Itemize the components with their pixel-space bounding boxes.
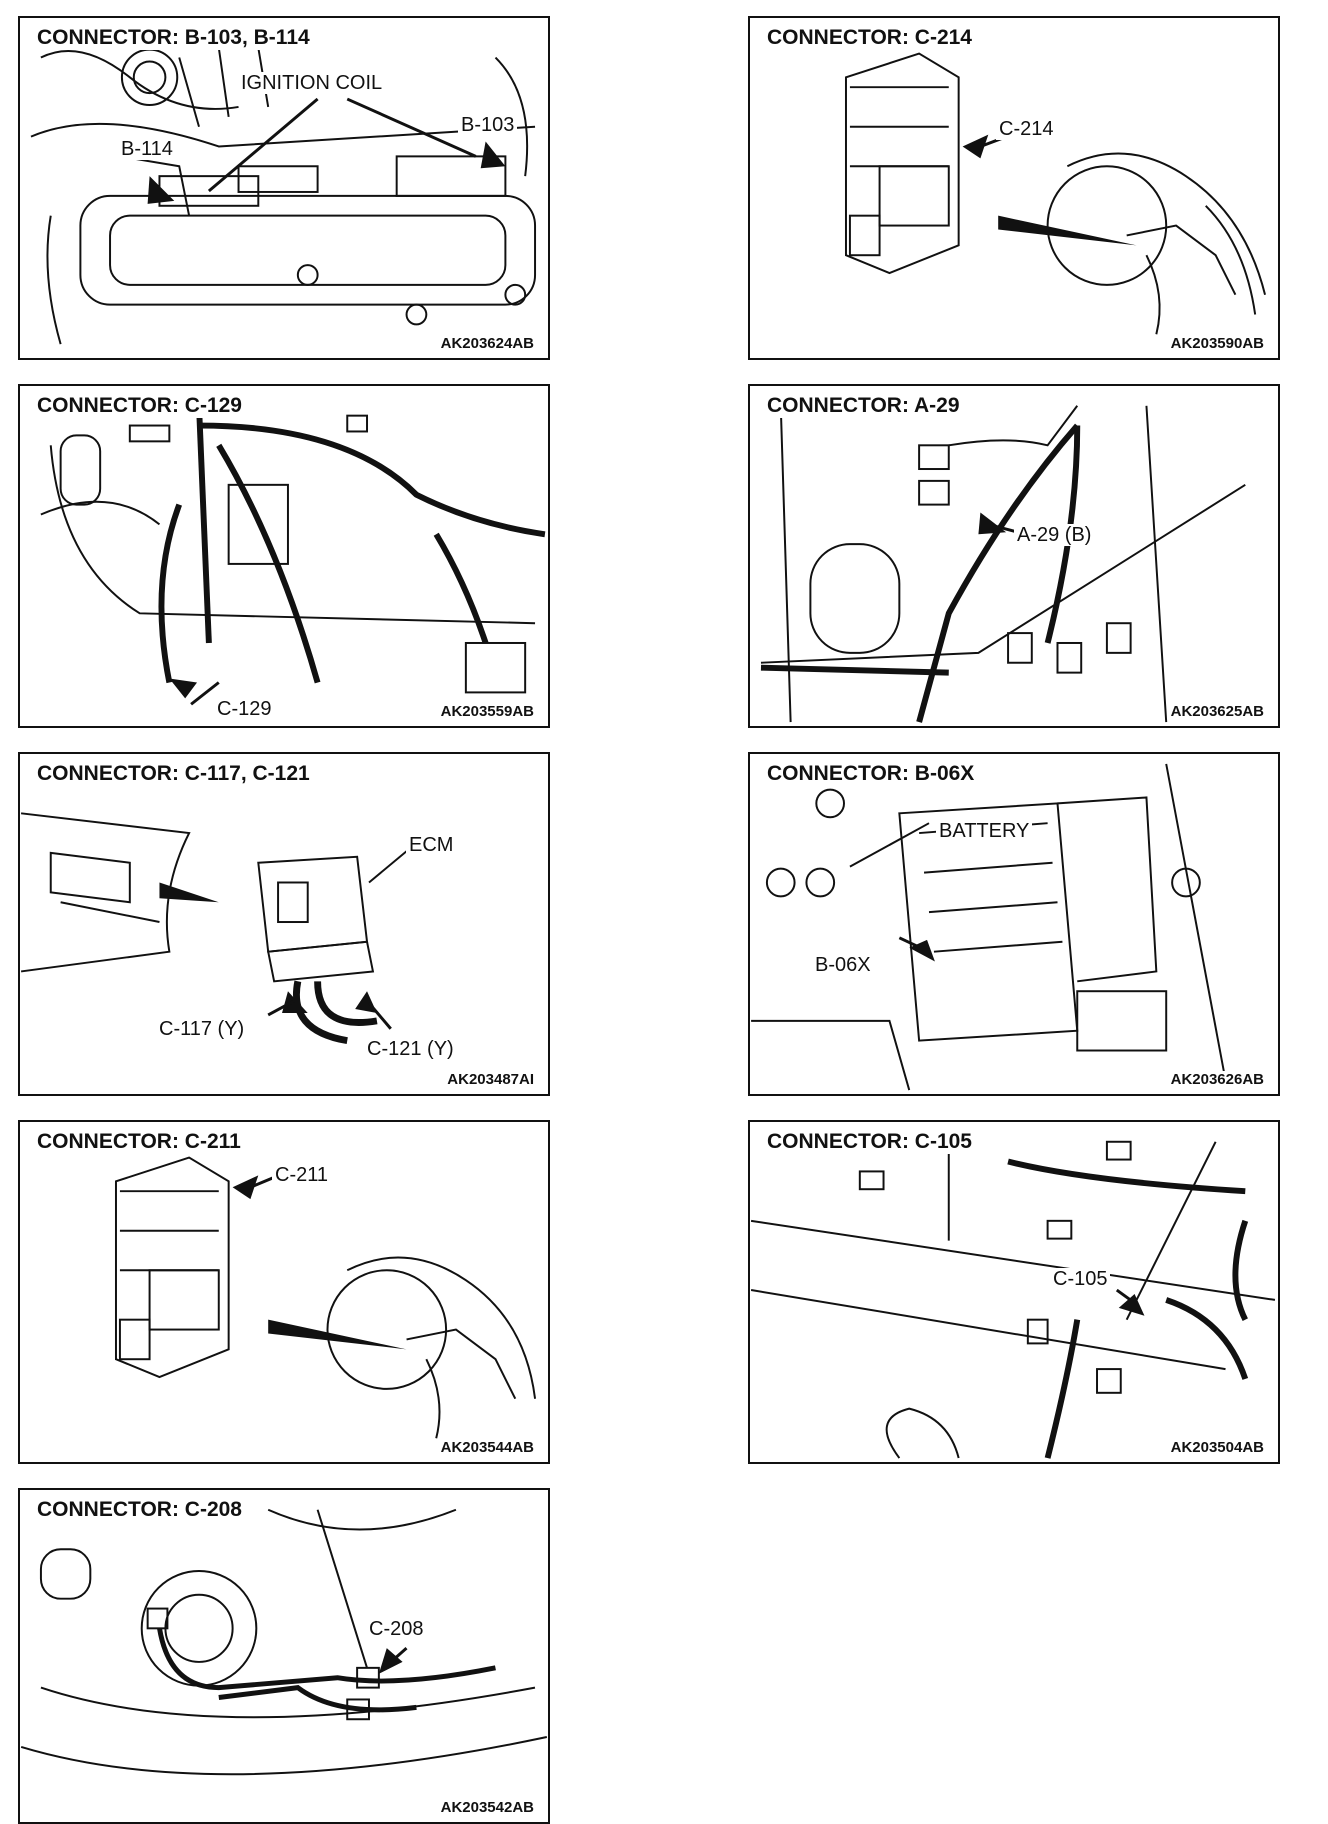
panel-c208: CONNECTOR: C-208 C-208 AK203542AB <box>18 1488 550 1824</box>
panel-title: CONNECTOR: C-211 <box>34 1130 244 1154</box>
panel-a29: CONNECTOR: A-29 A-29 (B) AK203625AB <box>748 384 1280 728</box>
figure-code: AK203625AB <box>1168 703 1266 720</box>
label-c105: C-105 <box>1050 1268 1111 1290</box>
label-c121: C-121 (Y) <box>364 1038 457 1060</box>
panel-c105: CONNECTOR: C-105 C-105 AK203504AB <box>748 1120 1280 1464</box>
figure-code: AK203504AB <box>1168 1439 1266 1456</box>
panel-title: CONNECTOR: C-117, C-121 <box>34 762 313 786</box>
dash-harness-drawing <box>40 405 546 706</box>
label-ignition-coil: IGNITION COIL <box>238 72 386 94</box>
label-c211: C-211 <box>272 1164 331 1186</box>
panel-c129: CONNECTOR: C-129 C-129 AK203559AB <box>18 384 550 728</box>
panel-title: CONNECTOR: C-214 <box>764 26 975 50</box>
label-c129: C-129 <box>214 698 275 720</box>
label-b114: B-114 <box>118 138 176 160</box>
label-b103: B-103 <box>458 114 518 136</box>
engine-bay-drawing <box>30 47 537 345</box>
junction-block-drawing <box>844 52 1267 335</box>
kick-panel-drawing <box>760 405 1246 723</box>
figure-code: AK203542AB <box>438 1799 536 1816</box>
figure-code: AK203487AI <box>445 1071 536 1088</box>
ecm-drawing <box>20 812 418 1045</box>
figure-code: AK203590AB <box>1168 335 1266 352</box>
panel-title: CONNECTOR: A-29 <box>764 394 963 418</box>
panel-b06x: CONNECTOR: B-06X BATTERY B-06X AK203626A… <box>748 752 1280 1096</box>
lower-dash-harness-drawing <box>750 1140 1276 1459</box>
panel-title: CONNECTOR: C-208 <box>34 1498 245 1522</box>
panel-c211: CONNECTOR: C-211 C-211 AK203544AB <box>18 1120 550 1464</box>
panel-title: CONNECTOR: C-129 <box>34 394 245 418</box>
panel-title: CONNECTOR: B-103, B-114 <box>34 26 313 50</box>
label-a29-b: A-29 (B) <box>1014 524 1095 546</box>
label-c117: C-117 (Y) <box>156 1018 248 1040</box>
label-c208: C-208 <box>366 1618 427 1640</box>
panel-title: CONNECTOR: B-06X <box>764 762 978 786</box>
panel-title: CONNECTOR: C-105 <box>764 1130 975 1154</box>
panel-b103-b114: CONNECTOR: B-103, B-114 IGNITION COIL B-… <box>18 16 550 360</box>
steering-column-drawing <box>20 1508 548 1776</box>
panel-c214: CONNECTOR: C-214 C-214 AK203590AB <box>748 16 1280 360</box>
label-b06x: B-06X <box>812 954 874 976</box>
figure-code: AK203624AB <box>438 335 536 352</box>
figure-code: AK203626AB <box>1168 1071 1266 1088</box>
relay-box-drawing <box>751 763 1227 1091</box>
figure-code: AK203544AB <box>438 1439 536 1456</box>
label-battery: BATTERY <box>936 820 1033 842</box>
junction-block-drawing <box>114 1156 537 1439</box>
label-ecm: ECM <box>406 834 457 856</box>
label-c214: C-214 <box>996 118 1057 140</box>
figure-code: AK203559AB <box>438 703 536 720</box>
panel-c117-c121: CONNECTOR: C-117, C-121 ECM C-117 (Y) C-… <box>18 752 550 1096</box>
